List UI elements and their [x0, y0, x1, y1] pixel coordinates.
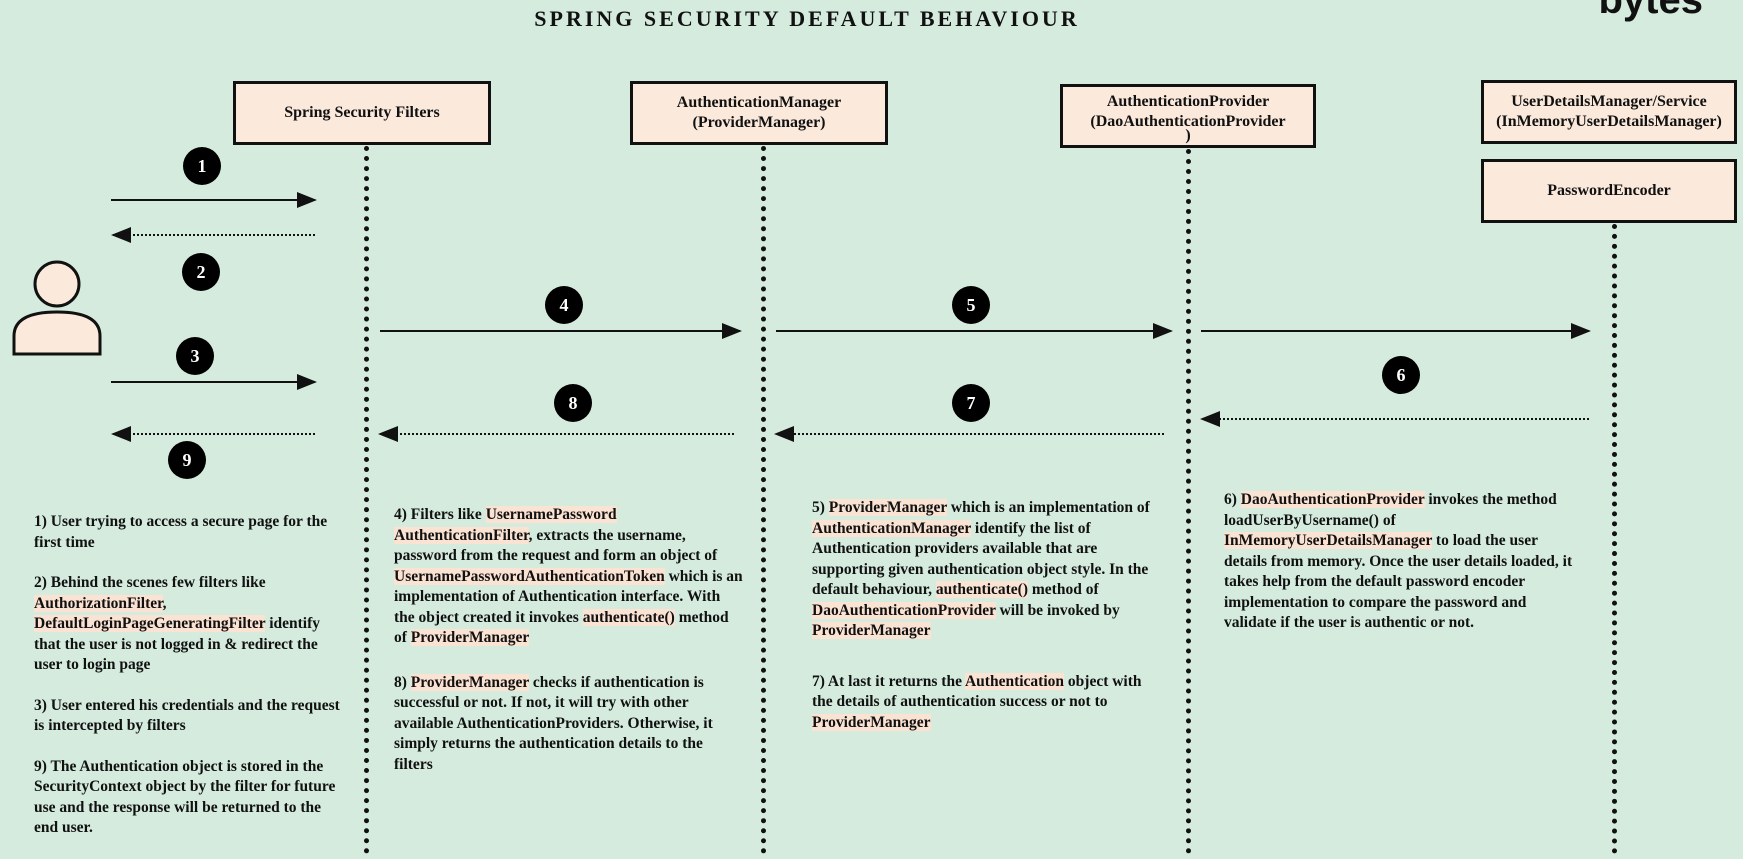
step-badge-4: 4 — [545, 286, 583, 324]
spring-security-filters-box: Spring Security Filters — [233, 81, 491, 145]
step-badge-7: 7 — [952, 384, 990, 422]
note-step-9: 9) The Authentication object is stored i… — [34, 757, 336, 837]
note-step-3: 3) User entered his credentials and the … — [34, 696, 340, 735]
manager-label-line1: AuthenticationManager — [676, 94, 842, 111]
note-step-4: 4) Filters like UsernamePassword Authent… — [394, 506, 743, 646]
authentication-manager-box: AuthenticationManager (ProviderManager) — [630, 81, 888, 145]
provider-label-line3: ) — [1185, 127, 1191, 144]
step-badge-3: 3 — [176, 337, 214, 375]
notes-column-manager: 5) ProviderManager which is an implement… — [812, 498, 1157, 753]
encoder-label: PasswordEncoder — [1547, 182, 1671, 199]
notes-column-provider: 6) DaoAuthenticationProvider invokes the… — [1224, 490, 1574, 654]
provider-lifeline — [1186, 149, 1191, 854]
user-icon — [12, 260, 102, 356]
provider-label-line1: AuthenticationProvider — [1106, 93, 1270, 110]
diagram-title: SPRING SECURITY DEFAULT BEHAVIOUR — [534, 6, 1080, 31]
highlight-authorization-filter: AuthorizationFilter — [34, 594, 163, 612]
step-badge-1: 1 — [183, 147, 221, 185]
note-step-7: 7) At last it returns the Authentication… — [812, 672, 1142, 731]
step-badge-2: 2 — [182, 253, 220, 291]
userdetails-label-line1: UserDetailsManager/Service — [1511, 93, 1707, 110]
user-details-service-box: UserDetailsManager/Service (InMemoryUser… — [1481, 80, 1737, 144]
authentication-provider-box: AuthenticationProvider (DaoAuthenticatio… — [1060, 84, 1316, 148]
note-step-6: 6) DaoAuthenticationProvider invokes the… — [1224, 491, 1573, 631]
provider-label-line2: (DaoAuthenticationProvider — [1090, 113, 1286, 130]
step-badge-5: 5 — [952, 286, 990, 324]
filters-label: Spring Security Filters — [284, 104, 440, 121]
step-badge-9: 9 — [168, 441, 206, 479]
notes-column-user: 1) User trying to access a secure page f… — [34, 512, 344, 859]
note-step-1: 1) User trying to access a secure page f… — [34, 513, 328, 551]
highlight-default-login-page-filter: DefaultLoginPageGeneratingFilter — [34, 615, 266, 632]
manager-label-line2: (ProviderManager) — [692, 114, 826, 131]
note-step-2: 2) Behind the scenes few filters like Au… — [34, 574, 320, 673]
encoder-lifeline — [1612, 224, 1617, 854]
manager-lifeline — [761, 146, 766, 854]
password-encoder-box: PasswordEncoder — [1481, 159, 1737, 223]
note-step-8: 8) ProviderManager checks if authenticat… — [394, 673, 713, 773]
filters-lifeline — [364, 146, 369, 854]
notes-column-filters: 4) Filters like UsernamePassword Authent… — [394, 505, 744, 795]
brand-logo-text: bytes — [1598, 0, 1704, 22]
step-badge-8: 8 — [554, 384, 592, 422]
note-step-5: 5) ProviderManager which is an implement… — [812, 499, 1150, 639]
userdetails-label-line2: (InMemoryUserDetailsManager) — [1496, 113, 1722, 130]
step-badge-6: 6 — [1382, 356, 1420, 394]
